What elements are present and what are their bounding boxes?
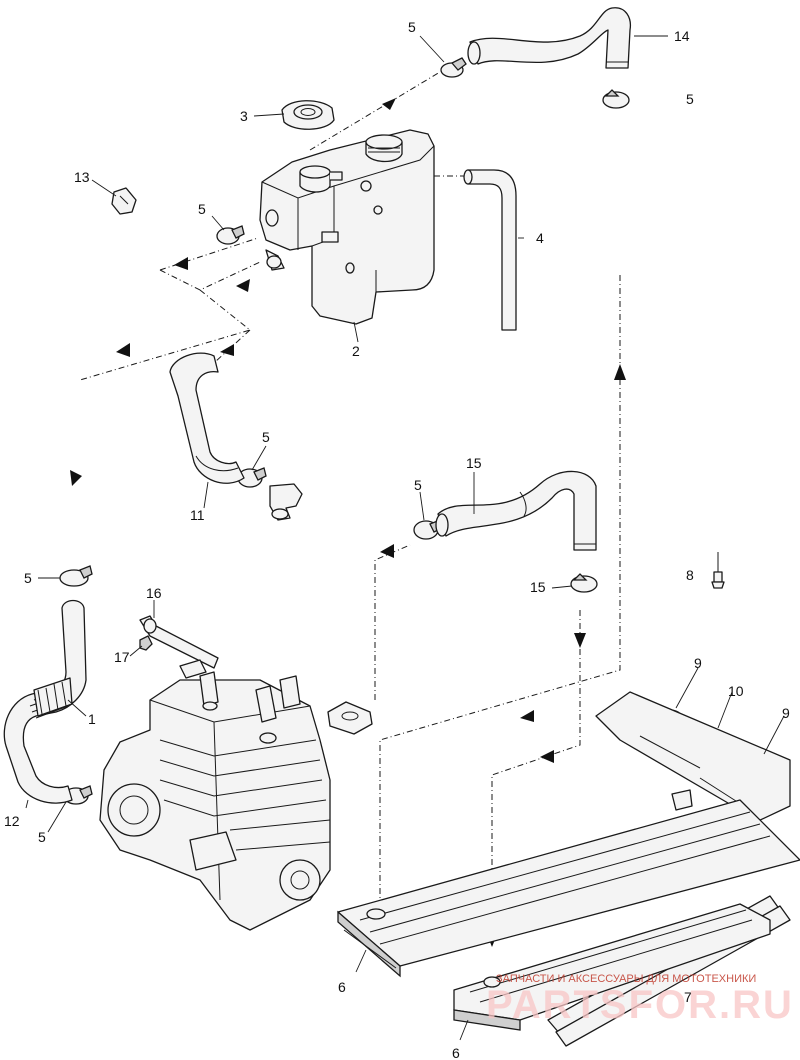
callout-label: 9	[782, 705, 790, 721]
callouts: 5 14 5 3 13 5 4 2 5 15 5 11 5 15 8 16 17…	[4, 19, 790, 1060]
callout-label: 16	[146, 585, 162, 601]
callout-label: 5	[38, 829, 46, 845]
flow-arrow	[520, 710, 534, 722]
flow-arrow	[574, 633, 586, 648]
callout-label: 14	[674, 28, 690, 44]
watermark: ЗАПЧАСТИ И АКСЕССУАРЫ ДЛЯ МОТОТЕХНИКИ PA…	[486, 973, 794, 1027]
hose-clamp	[440, 57, 467, 78]
coolant-reservoir-tank	[259, 129, 435, 325]
coolant-flow-lines	[79, 71, 621, 945]
hose-clip	[139, 635, 153, 651]
bleed-screw	[711, 552, 725, 589]
engine-block	[99, 659, 331, 931]
callout-label: 2	[352, 343, 360, 359]
lower-tank-hose	[169, 352, 245, 484]
hose-clamps	[59, 57, 630, 805]
callout-label: 9	[694, 655, 702, 671]
flow-arrow	[116, 343, 130, 357]
flow-arrow	[70, 470, 82, 486]
overflow-hose	[463, 169, 517, 331]
callout-label: 8	[686, 567, 694, 583]
upper-coolant-hose	[467, 7, 632, 69]
flow-arrow	[614, 364, 626, 380]
flow-arrow	[174, 257, 188, 270]
callout-label: 5	[414, 477, 422, 493]
callout-label: 6	[452, 1045, 460, 1060]
callout-label: 13	[74, 169, 90, 185]
watermark-tagline: ЗАПЧАСТИ И АКСЕССУАРЫ ДЛЯ МОТОТЕХНИКИ	[496, 973, 756, 985]
flow-arrow	[382, 98, 396, 110]
radiator-upper	[337, 799, 800, 978]
flow-arrow	[236, 279, 250, 292]
thermostat-housing	[327, 701, 373, 735]
radiator-lower	[453, 903, 771, 1031]
callout-label: 15	[530, 579, 546, 595]
callout-label: 1	[88, 711, 96, 727]
callout-label: 4	[536, 230, 544, 246]
callout-label: 5	[198, 201, 206, 217]
small-fitting	[111, 187, 137, 215]
callout-label: 15	[466, 455, 482, 471]
radiator-supply-hose	[435, 470, 597, 551]
callout-label: 3	[240, 108, 248, 124]
pressure-cap	[281, 100, 335, 130]
callout-label: 5	[262, 429, 270, 445]
callout-label: 5	[408, 19, 416, 35]
callout-label: 6	[338, 979, 346, 995]
callout-label: 5	[24, 570, 32, 586]
callout-label: 12	[4, 813, 20, 829]
callout-label: 7	[684, 989, 692, 1005]
elbow-fitting	[269, 483, 303, 521]
watermark-logo: PARTSFOR.RU	[486, 983, 794, 1027]
flow-arrow	[540, 750, 554, 763]
flow-arrow	[380, 544, 394, 558]
callout-label: 17	[114, 649, 130, 665]
leader-lines	[25, 35, 785, 1041]
hose-clamp	[216, 225, 245, 245]
hose-clamp	[237, 467, 267, 488]
flow-arrow	[220, 344, 234, 356]
small-hose	[139, 615, 219, 669]
hose-clamp	[602, 89, 630, 109]
callout-label: 10	[728, 683, 744, 699]
hose-clamp	[570, 573, 598, 593]
hose-clamp	[59, 565, 93, 587]
callout-label: 11	[190, 507, 205, 523]
callout-label: 5	[686, 91, 694, 107]
engine-hose	[3, 599, 87, 804]
